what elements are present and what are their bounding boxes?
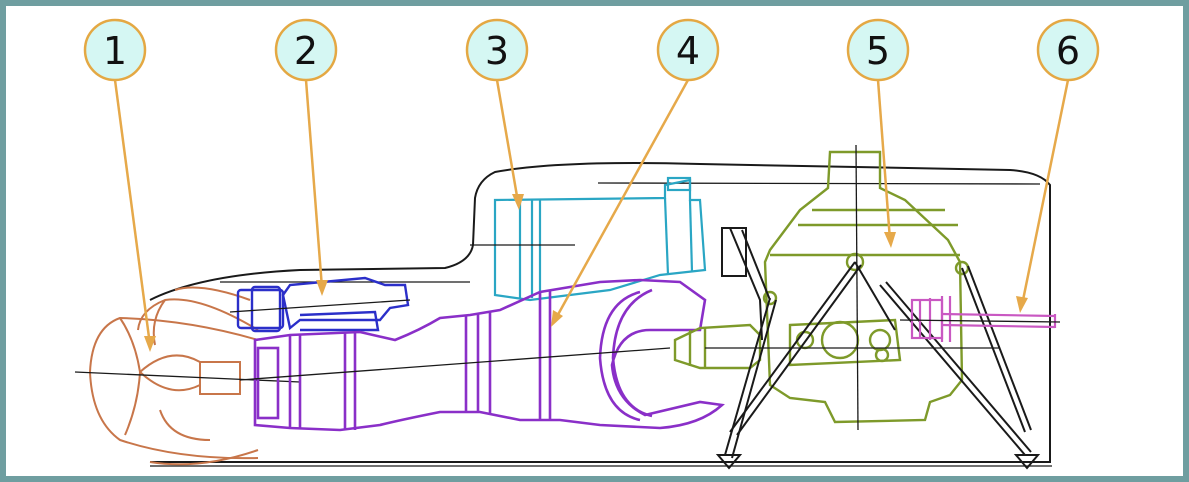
callout-3-label: 3 — [485, 29, 509, 73]
gearbox-assembly — [705, 144, 1000, 431]
leader-lines — [113, 79, 1070, 352]
engine-assembly — [239, 278, 725, 432]
callout-2-label: 2 — [294, 29, 318, 73]
callout-1-label: 1 — [103, 29, 127, 73]
callout-6-label: 6 — [1056, 29, 1080, 73]
intake-assembly — [74, 286, 301, 466]
callout-5-label: 5 — [866, 29, 890, 73]
callout-2: 2 — [274, 18, 338, 82]
callout-6: 6 — [1036, 18, 1100, 82]
callout-3: 3 — [465, 18, 529, 82]
callout-4-label: 4 — [676, 29, 700, 73]
callout-5: 5 — [846, 18, 910, 82]
mount-struts — [715, 227, 1041, 470]
callout-1: 1 — [83, 18, 147, 82]
coupling — [673, 323, 762, 370]
callout-4: 4 — [656, 18, 720, 82]
starter-assembly — [229, 276, 411, 333]
output-shaft — [899, 296, 1061, 342]
